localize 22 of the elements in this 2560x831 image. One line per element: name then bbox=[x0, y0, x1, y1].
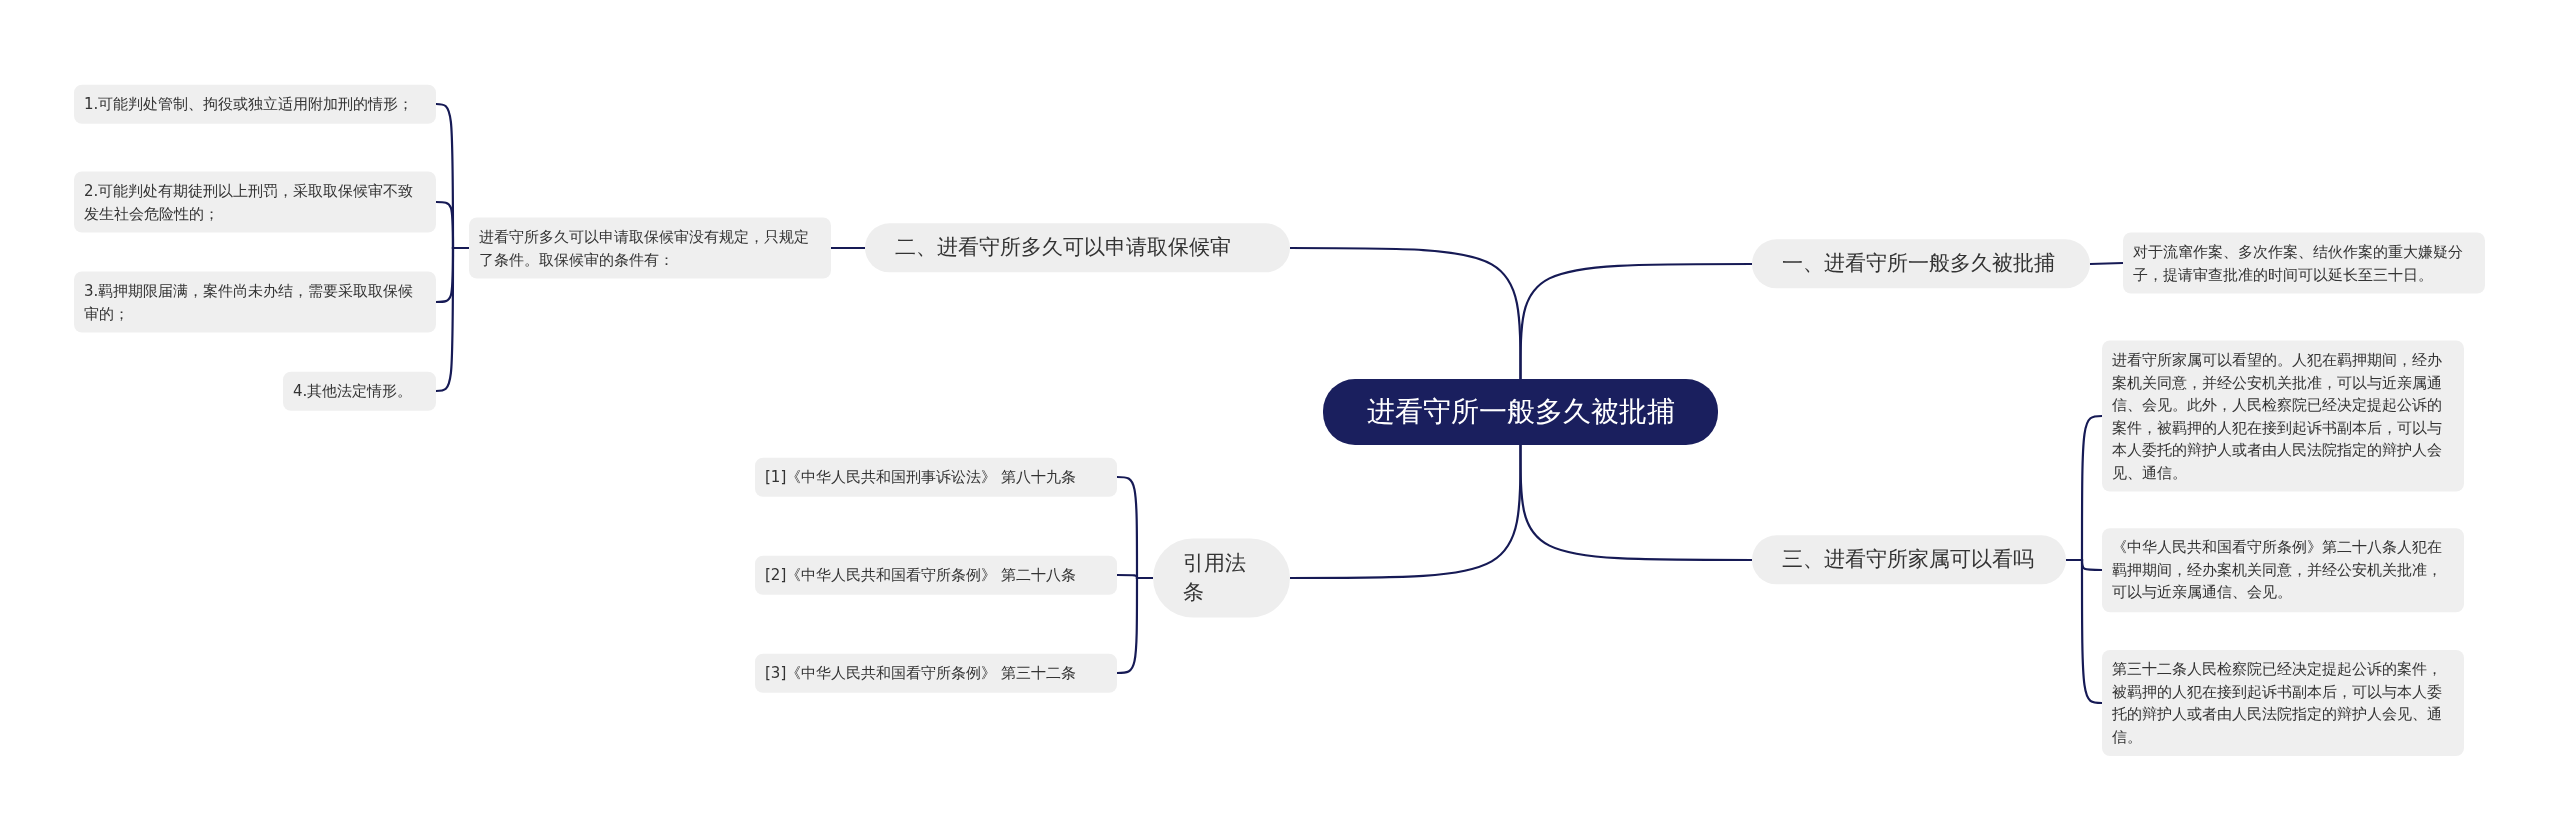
note-card: [1]《中华人民共和国刑事诉讼法》 第八十九条 bbox=[755, 457, 1117, 497]
connector-line bbox=[1519, 445, 1752, 562]
note-card: 第三十二条人民检察院已经决定提起公诉的案件，被羁押的人犯在接到起诉书副本后，可以与本人委托的辩护人或者由人民法院指定的辩护人会见、通信。 bbox=[2102, 650, 2464, 756]
topic-bubble: 三、进看守所家属可以看吗 bbox=[1752, 535, 2066, 585]
topic-bubble: 一、进看守所一般多久被批捕 bbox=[1752, 239, 2090, 289]
connector-line bbox=[831, 246, 865, 250]
topic-bubble: 二、进看守所多久可以申请取保候审 bbox=[865, 223, 1290, 273]
note-card: 进看守所多久可以申请取保候审没有规定，只规定了条件。取保候审的条件有： bbox=[469, 217, 831, 279]
note-card: 4.其他法定情形。 bbox=[283, 371, 436, 411]
note-card: 《中华人民共和国看守所条例》第二十八条人犯在羁押期间，经办案机关同意，并经公安机关批准，可以与近亲属通信、会见。 bbox=[2102, 528, 2464, 612]
connector-line bbox=[435, 246, 469, 393]
note-card: 对于流窜作案、多次作案、结伙作案的重大嫌疑分子，提请审查批准的时间可以延长至三十日。 bbox=[2123, 232, 2485, 294]
topic-bubble: 引用法条 bbox=[1153, 538, 1290, 618]
note-card: 1.可能判处管制、拘役或独立适用附加刑的情形； bbox=[74, 84, 436, 124]
connector-line bbox=[2089, 261, 2124, 266]
note-card: [3]《中华人民共和国看守所条例》 第三十二条 bbox=[755, 653, 1117, 693]
note-card: 进看守所家属可以看望的。人犯在羁押期间，经办案机关同意，并经公安机关批准，可以与近亲属通信、会见。此外，人民检察院已经决定提起公诉的案件，被羁押的人犯在接到起诉书副本后，可以与本人委托的辩护人或者由人民法院指定的辩护人会见、通信。 bbox=[2102, 340, 2464, 492]
note-card: 2.可能判处有期徒刑以上刑罚，采取取保候审不致发生社会危险性的； bbox=[74, 171, 436, 233]
connector-line bbox=[1519, 262, 1752, 379]
note-card: 3.羁押期限届满，案件尚未办结，需要采取取保候审的； bbox=[74, 271, 436, 333]
central-topic: 进看守所一般多久被批捕 bbox=[1323, 379, 1718, 445]
note-card: [2]《中华人民共和国看守所条例》 第二十八条 bbox=[755, 555, 1117, 595]
